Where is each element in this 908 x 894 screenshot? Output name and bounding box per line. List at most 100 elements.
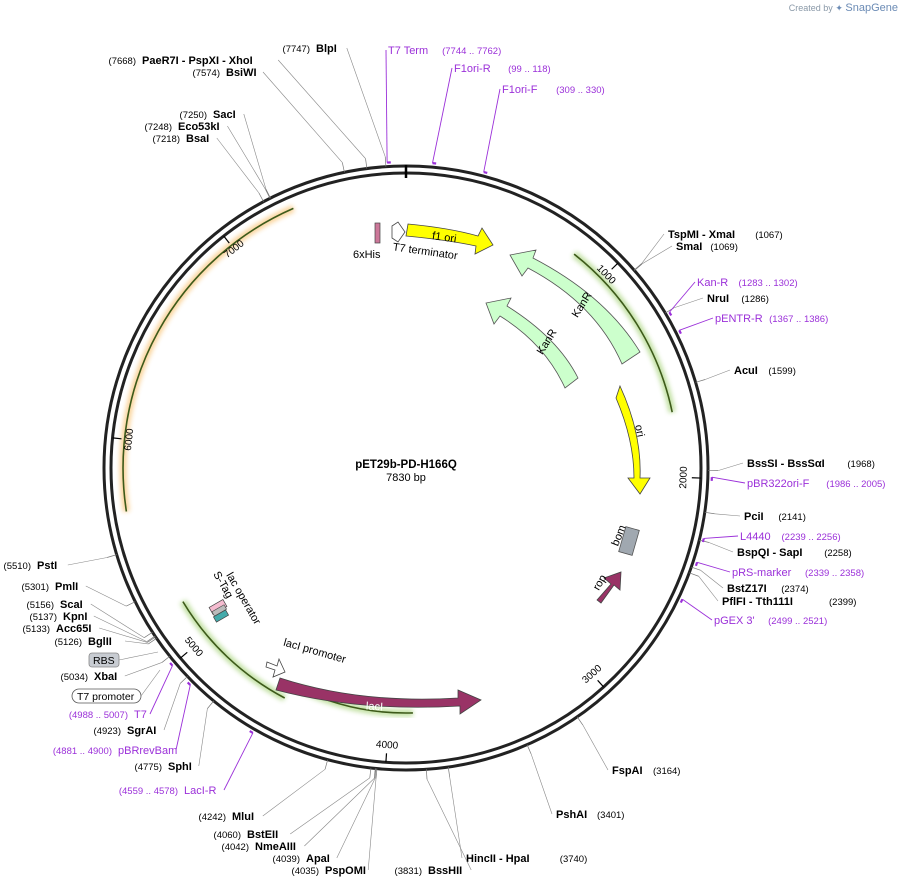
tick-label-6000: 6000: [123, 428, 136, 452]
enzyme-leader-11: [715, 514, 740, 516]
feature-ori[interactable]: ori: [616, 386, 650, 494]
enzyme-pos-3: (7250): [180, 110, 207, 121]
primer-site-2[interactable]: F1ori-F(309 .. 330): [484, 84, 605, 173]
primer-leader-2: [484, 89, 500, 172]
primer-range-5: (1986 .. 2005): [826, 479, 885, 490]
enzyme-site-10[interactable]: BssSI - BssSαI(1968): [708, 458, 875, 471]
primer-labels: T7 Term(7744 .. 7762)F1ori-R(99 .. 118)F…: [53, 45, 886, 797]
enzyme-name-19: PspOMI: [325, 865, 366, 877]
feature-6xhis[interactable]: 6xHis: [353, 223, 381, 261]
primer-mark-9: [250, 731, 253, 733]
primer-leader-11: [150, 666, 172, 714]
enzyme-name-0: BlpI: [316, 43, 337, 55]
enzyme-connector-3: [266, 189, 270, 198]
primer-site-1[interactable]: F1ori-R(99 .. 118): [432, 63, 550, 163]
feature-laci[interactable]: lacI: [276, 678, 481, 714]
enzyme-name-3: SacI: [213, 109, 236, 121]
enzyme-site-11[interactable]: PciI(2141): [705, 511, 806, 523]
enzyme-leader-20: [337, 778, 375, 858]
primer-name-1: F1ori-R: [454, 63, 491, 75]
primer-site-7[interactable]: pRS-marker(2339 .. 2358): [696, 562, 864, 579]
primer-site-6[interactable]: L4440(2239 .. 2256): [703, 531, 841, 543]
enzyme-connector-26: [162, 656, 170, 662]
enzyme-pos-10: (1968): [847, 459, 874, 470]
enzyme-site-0[interactable]: (7747) BlpI: [283, 43, 386, 167]
enzyme-pos-27: (5126): [55, 637, 82, 648]
enzyme-pos-9: (1599): [768, 366, 795, 377]
enzyme-connector-24: [207, 701, 213, 709]
primer-site-4[interactable]: pENTR-R(1367 .. 1386): [679, 313, 828, 334]
primer-range-10: (4881 .. 4900): [53, 746, 112, 757]
enzyme-site-25[interactable]: (4923)SgrAI: [94, 676, 188, 737]
enzyme-pos-18: (3831): [395, 866, 422, 877]
enzyme-name-21: NmeAIII: [255, 841, 296, 853]
enzyme-pos-2: (7574): [193, 68, 220, 79]
enzyme-site-6[interactable]: TspMI - XmaI(1067): [634, 229, 783, 270]
enzyme-name-27: BglII: [88, 636, 112, 648]
snapgene-logo-icon: ✦: [835, 3, 843, 13]
enzyme-name-4: Eco53kI: [178, 121, 220, 133]
feature-rop[interactable]: rop: [591, 572, 621, 603]
primer-site-5[interactable]: pBR322ori-F(1986 .. 2005): [712, 477, 886, 490]
enzyme-connector-4: [266, 189, 271, 198]
credit-line: Created by ✦ SnapGene: [789, 2, 898, 14]
enzyme-leader-32: [68, 557, 107, 565]
enzyme-connector-1: [366, 159, 367, 169]
tick-label-5000: 5000: [182, 635, 205, 659]
enzyme-name-18: BssHII: [428, 865, 462, 877]
primer-name-2: F1ori-F: [502, 84, 538, 96]
feature-label-laci-promoter: lacI promoter: [282, 637, 347, 666]
plasmid-length: 7830 bp: [386, 472, 426, 484]
primer-mark-10: [188, 682, 191, 685]
enzyme-name-13: BstZ17I: [727, 583, 767, 595]
feature-bom[interactable]: bom: [610, 523, 640, 555]
feature-label-6xhis: 6xHis: [353, 249, 381, 261]
primer-mark-11: [170, 663, 172, 666]
enzyme-pos-26: (5034): [61, 672, 88, 683]
enzyme-site-23[interactable]: (4242)MluI: [199, 760, 328, 823]
enzyme-pos-17: (3740): [560, 854, 587, 865]
rbs-label-box[interactable]: RBS: [89, 652, 158, 667]
enzyme-pos-20: (4039): [273, 854, 300, 865]
primer-leader-7: [697, 562, 730, 572]
enzyme-site-7[interactable]: SmaI(1069): [634, 241, 737, 270]
enzyme-site-9[interactable]: AcuI(1599): [696, 365, 796, 382]
primer-site-3[interactable]: Kan-R(1283 .. 1302): [669, 277, 797, 315]
enzyme-pos-8: (1286): [741, 294, 768, 305]
feature-kanr-2[interactable]: KanR: [486, 298, 578, 388]
enzyme-leader-25: [164, 683, 180, 730]
credit-prefix: Created by: [789, 3, 833, 13]
enzyme-name-15: FspAI: [612, 765, 643, 777]
feature-label-ori: ori: [632, 424, 646, 438]
enzyme-leader-8: [674, 298, 703, 308]
feature-label-t7-terminator: T7 terminator: [392, 241, 459, 262]
enzyme-connector-15: [577, 717, 583, 725]
enzyme-pos-21: (4042): [222, 842, 249, 853]
enzyme-pos-25: (4923): [94, 726, 121, 737]
enzyme-site-27[interactable]: (5126) BglII: [55, 636, 157, 648]
primer-mark-2: [484, 172, 488, 173]
enzyme-leader-19: [368, 779, 376, 870]
enzyme-leader-10: [718, 463, 743, 471]
enzyme-site-32[interactable]: (5510)PstI: [4, 555, 117, 572]
enzyme-leader-4: [227, 126, 265, 189]
primer-mark-8: [681, 599, 683, 602]
enzyme-name-16: PshAI: [556, 809, 587, 821]
primer-range-6: (2239 .. 2256): [782, 532, 841, 543]
enzyme-site-16[interactable]: PshAI(3401): [527, 745, 624, 821]
enzyme-pos-0: (7747): [283, 44, 310, 55]
enzyme-site-18[interactable]: (3831) BssHII: [395, 769, 472, 877]
tick-label-7000: 7000: [222, 238, 247, 261]
t7-promoter-label: T7 promoter: [77, 691, 135, 703]
enzyme-site-15[interactable]: FspAI(3164): [577, 717, 680, 777]
credit-brand: SnapGene: [845, 2, 898, 14]
enzyme-site-5[interactable]: (7218)BsaI: [153, 133, 264, 202]
primer-name-4: pENTR-R: [715, 313, 763, 325]
enzyme-leader-21: [304, 778, 374, 846]
enzyme-connector-16: [527, 745, 531, 754]
feature-laci-promoter[interactable]: lacI promoter: [266, 637, 347, 677]
enzyme-name-29: KpnI: [63, 611, 87, 623]
enzyme-site-8[interactable]: NruI(1286): [665, 293, 769, 313]
enzyme-pos-29: (5137): [30, 612, 57, 623]
enzyme-connector-6: [634, 264, 642, 271]
